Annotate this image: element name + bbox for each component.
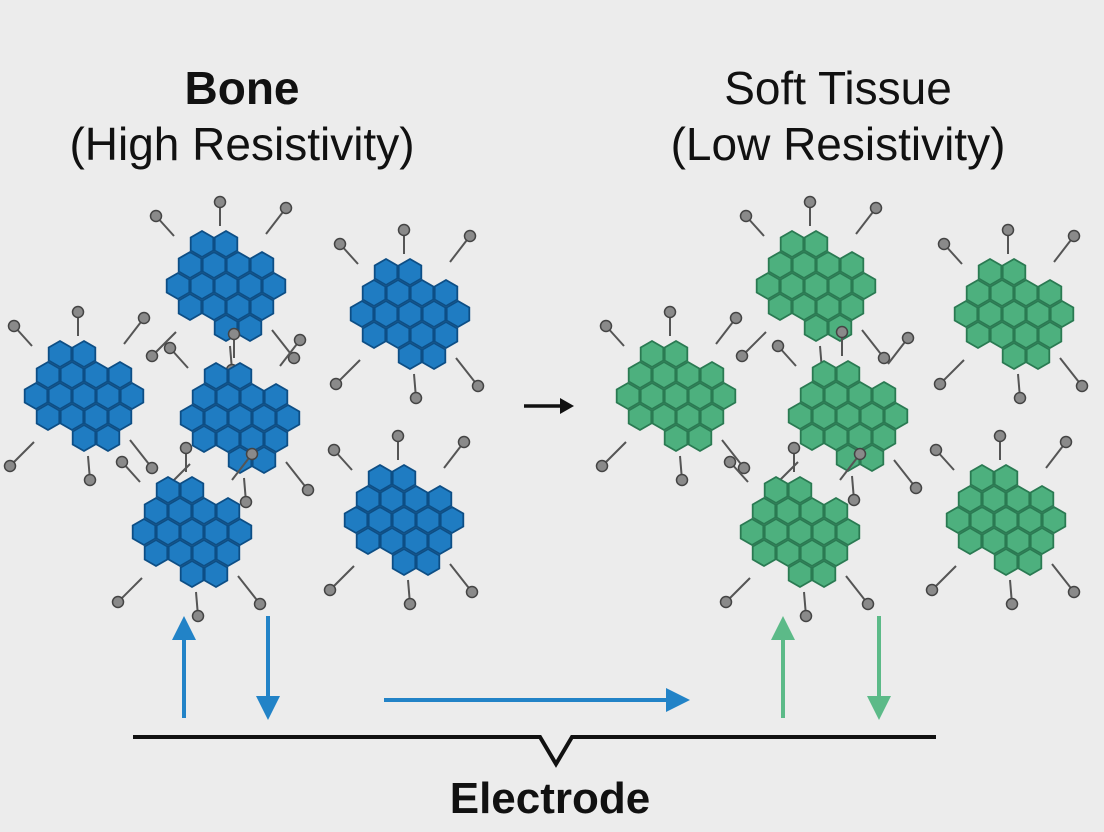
blue-hexagon-crystal-cluster-icon: [329, 223, 485, 405]
green-hexagon-crystal-cluster-icon: [767, 325, 923, 507]
soft-tissue-title: Soft Tissue: [724, 62, 952, 114]
green-hexagon-crystal-cluster-icon: [595, 305, 751, 487]
soft-tissue-heading: Soft Tissue (Low Resistivity): [618, 60, 1058, 172]
tissue-current-up-arrow: [771, 616, 795, 718]
bone-current-down-arrow: [256, 616, 280, 720]
electrode-line: [133, 735, 936, 768]
soft-tissue-subtitle: (Low Resistivity): [670, 118, 1006, 171]
bone-title: Bone: [184, 62, 300, 114]
bone-subtitle: (High Resistivity): [69, 118, 415, 171]
green-hexagon-crystal-cluster-icon: [735, 195, 891, 377]
blue-hexagon-crystal-cluster-icon: [111, 441, 267, 623]
tissue-current-down-arrow: [867, 616, 891, 720]
bone-heading: Bone (High Resistivity): [22, 60, 462, 172]
electrode-label: Electrode: [449, 774, 651, 823]
green-hexagon-crystal-cluster-icon: [933, 223, 1089, 405]
blue-hexagon-crystal-cluster-icon: [323, 429, 479, 611]
conduction-path-arrow: [384, 688, 690, 712]
blue-hexagon-crystal-cluster-icon: [3, 305, 159, 487]
green-hexagon-crystal-cluster-icon: [925, 429, 1081, 611]
cluster-layer: [3, 195, 1089, 623]
bone-current-up-arrow: [172, 616, 196, 718]
right-arrow-icon: [524, 398, 574, 414]
green-hexagon-crystal-cluster-icon: [719, 441, 875, 623]
